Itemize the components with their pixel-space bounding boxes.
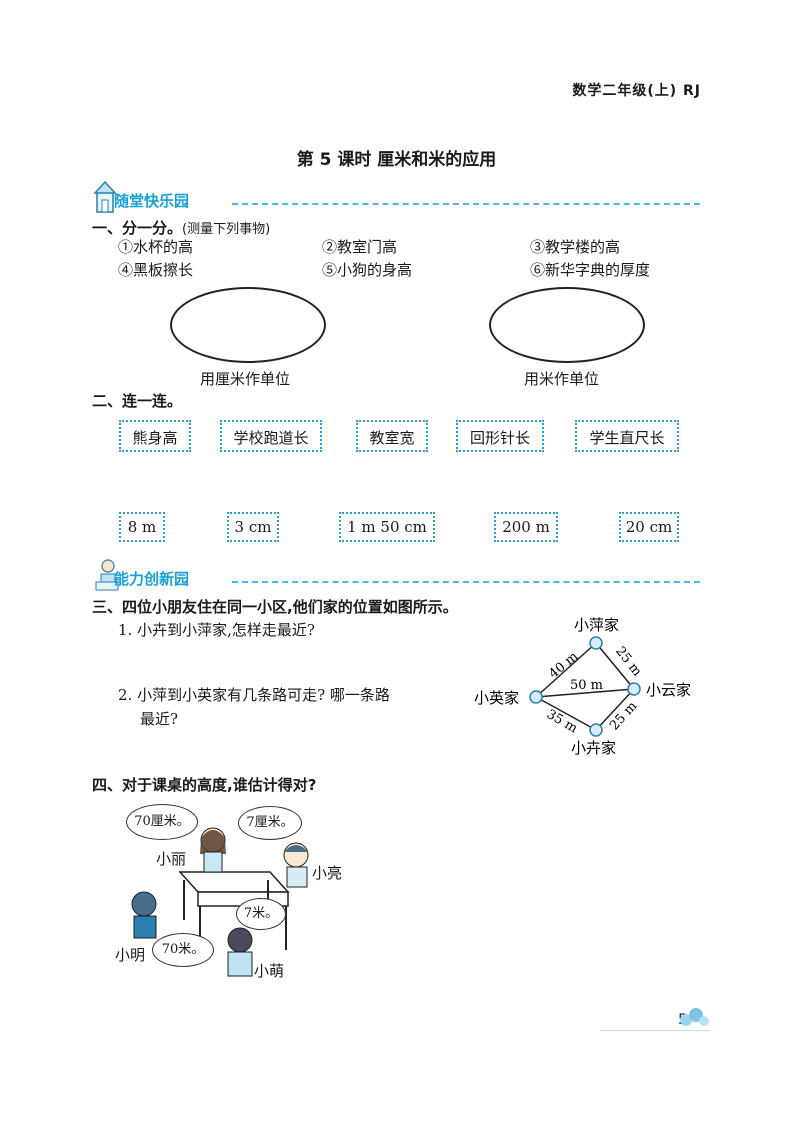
neighborhood-map: 小萍家 小英家 小云家 小卉家 40 m 25 m 50 m 35 m 25 m: [474, 616, 691, 757]
girl-xiaomeng-illustration: [227, 927, 253, 977]
footer-flower-icon: [680, 1008, 709, 1026]
question-3-title: 三、四位小朋友住在同一小区,他们家的位置如图所示。: [92, 598, 458, 616]
m-answer-ellipse[interactable]: [489, 287, 645, 363]
question-2-title: 二、连一连。: [92, 392, 183, 410]
match-top-box[interactable]: 学校跑道长: [220, 420, 322, 452]
match-bottom-box[interactable]: 200 m: [494, 512, 558, 542]
home-node: [529, 690, 543, 704]
edge-label: 25 m: [612, 644, 644, 679]
kid-name: 小亮: [312, 864, 343, 882]
edge-label: 40 m: [546, 649, 581, 682]
node-label: 小云家: [646, 681, 691, 699]
kid-name: 小萌: [254, 962, 285, 980]
classroom-illustration: [131, 827, 309, 977]
section-banner-2: 能力创新园: [92, 559, 700, 594]
question-3-sub-2b: 最近?: [140, 710, 179, 728]
node-label: 小卉家: [571, 739, 616, 757]
home-node: [627, 682, 641, 696]
edge-label: 50 m: [570, 678, 603, 693]
match-top-box[interactable]: 回形针长: [456, 420, 544, 452]
edge-label: 25 m: [607, 699, 640, 734]
match-bottom-box[interactable]: 3 cm: [227, 512, 279, 542]
list-item: ⑤小狗的身高: [322, 261, 413, 279]
list-item: ⑥新华字典的厚度: [530, 261, 651, 279]
kid-on-blocks-icon: [95, 559, 119, 591]
question-1-label: 一、分一分。: [92, 219, 183, 237]
m-caption: 用米作单位: [524, 370, 600, 388]
list-item: ①水杯的高: [118, 238, 194, 256]
match-bottom-box[interactable]: 20 cm: [619, 512, 679, 542]
path-line: [595, 688, 635, 731]
match-top-box[interactable]: 熊身高: [119, 420, 191, 452]
home-node: [589, 723, 603, 737]
book-subject-tag: 数学二年级(上) RJ: [572, 83, 701, 99]
question-3-sub-2a: 2. 小萍到小英家有几条路可走? 哪一条路: [118, 686, 390, 704]
speech-bubble: 7米。: [236, 898, 286, 930]
banner-dash-line: [232, 203, 700, 205]
path-line: [535, 642, 597, 698]
kid-name: 小明: [115, 946, 146, 964]
footer-line: [600, 1030, 710, 1031]
question-1-title: 一、分一分。(测量下列事物): [92, 217, 270, 238]
list-item: ③教学楼的高: [530, 238, 621, 256]
path-line: [595, 642, 635, 690]
home-node: [589, 636, 603, 650]
list-item: ②教室门高: [322, 238, 398, 256]
banner-label: 随堂快乐园: [114, 192, 190, 210]
speech-bubble: 70米。: [152, 933, 214, 967]
question-3-sub-1: 1. 小卉到小萍家,怎样走最近?: [118, 621, 315, 639]
banner-dash-line: [232, 581, 700, 583]
cm-caption: 用厘米作单位: [200, 370, 291, 388]
list-item: ④黑板擦长: [118, 261, 194, 279]
section-banner-1: 随堂快乐园: [92, 180, 700, 216]
kid-name: 小丽: [156, 850, 187, 868]
question-1-note: (测量下列事物): [182, 222, 271, 237]
speech-bubble: 70厘米。: [126, 804, 198, 840]
match-bottom-box[interactable]: 8 m: [119, 512, 165, 542]
desk-illustration: [178, 871, 290, 950]
speech-bubble: 7厘米。: [238, 806, 302, 840]
match-top-box[interactable]: 学生直尺长: [575, 420, 679, 452]
cm-answer-ellipse[interactable]: [170, 287, 326, 363]
castle-icon: [93, 180, 117, 213]
girl-xiaoli-illustration: [200, 827, 226, 873]
path-line: [535, 688, 635, 698]
boy-xiaoliang-illustration: [283, 842, 309, 888]
question-4-title: 四、对于课桌的高度,谁估计得对?: [92, 776, 317, 794]
node-label: 小萍家: [574, 616, 619, 634]
node-label: 小英家: [474, 689, 519, 707]
match-top-box[interactable]: 教室宽: [356, 420, 428, 452]
boy-xiaoming-illustration: [131, 891, 157, 939]
lesson-title: 第 5 课时 厘米和米的应用: [296, 150, 497, 170]
match-bottom-box[interactable]: 1 m 50 cm: [339, 512, 435, 542]
path-line: [535, 696, 597, 731]
banner-label: 能力创新园: [114, 570, 190, 588]
